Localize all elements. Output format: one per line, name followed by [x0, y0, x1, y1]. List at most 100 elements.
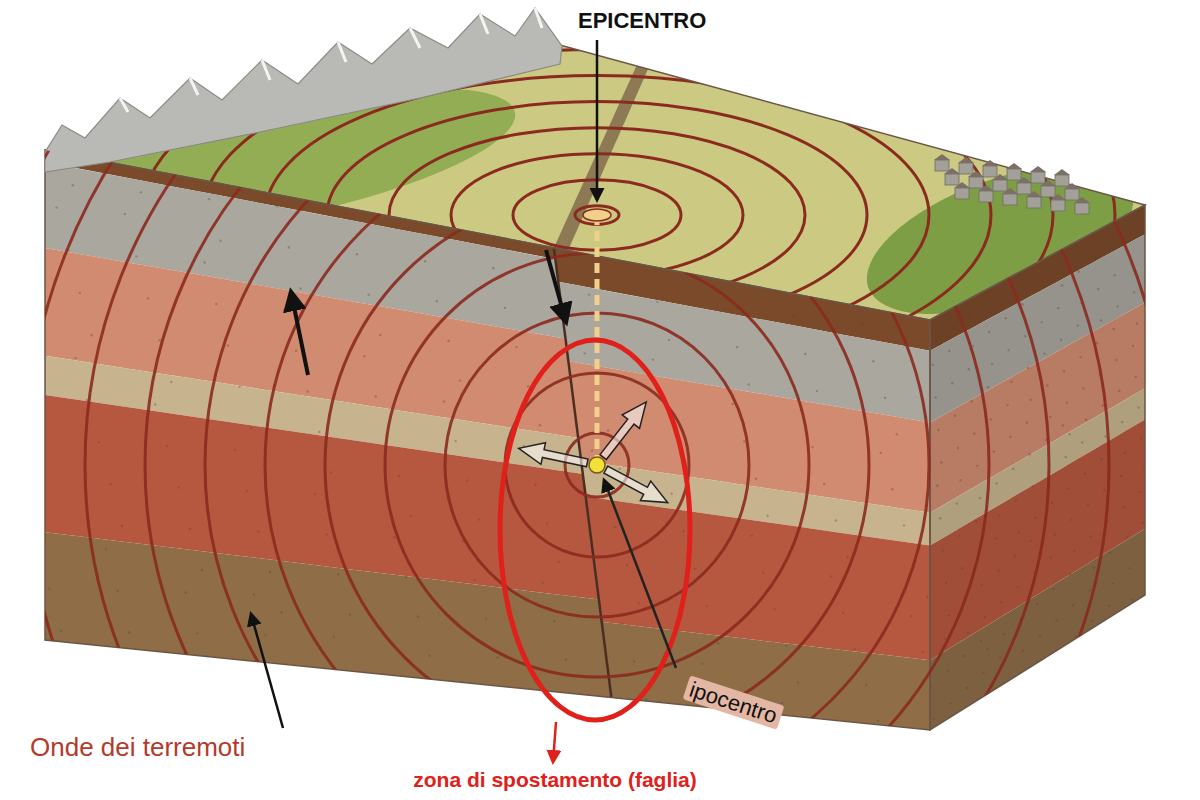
rock-grain: [607, 429, 609, 431]
rock-grain: [1070, 519, 1072, 521]
rock-grain: [508, 247, 510, 249]
rock-grain: [459, 379, 461, 381]
rock-grain: [1104, 435, 1106, 437]
rock-grain: [508, 247, 510, 249]
rock-grain: [853, 648, 855, 650]
rock-grain: [250, 426, 252, 428]
house: [979, 191, 993, 202]
rock-grain: [140, 191, 142, 193]
rock-grain: [159, 339, 161, 341]
rock-grain: [983, 616, 985, 618]
rock-grain: [656, 301, 658, 303]
snow-ridge: [190, 78, 198, 95]
rock-grain: [1049, 416, 1051, 418]
rock-grain: [1091, 620, 1093, 622]
rock-grain: [1132, 345, 1134, 347]
rock-grain: [682, 530, 684, 532]
rock-grain: [454, 440, 456, 442]
rock-grain: [1050, 556, 1052, 558]
energy-arrow: [516, 438, 589, 474]
rock-grain: [185, 591, 187, 593]
rock-grain: [333, 635, 335, 637]
rock-grain: [135, 255, 137, 257]
rock-grain: [337, 573, 339, 575]
rock-grain: [288, 246, 290, 248]
house: [1017, 183, 1031, 194]
rock-grain: [1030, 398, 1032, 400]
rock-grain: [872, 360, 874, 362]
hypocenter-dot: [589, 457, 605, 473]
roof: [1050, 194, 1066, 200]
rock-grain: [861, 323, 863, 325]
rock-grain: [1124, 452, 1126, 454]
rock-grain: [534, 484, 536, 486]
rock-grain: [694, 568, 696, 570]
rock-grain: [936, 485, 938, 487]
rock-grain: [999, 656, 1001, 658]
rock-grain: [405, 576, 407, 578]
roof: [1016, 177, 1032, 183]
rock-grain: [318, 431, 320, 433]
rock-grain: [189, 527, 191, 529]
rock-grain: [424, 260, 426, 262]
rock-grain: [717, 642, 719, 644]
rock-grain: [785, 645, 787, 647]
rock-stratum: [930, 529, 1145, 730]
leader-line: [553, 722, 556, 762]
rock-grain: [766, 515, 768, 517]
rock-grain: [295, 350, 297, 352]
rock-grain: [797, 681, 799, 683]
rock-grain: [541, 582, 543, 584]
rock-grain: [135, 255, 137, 257]
rock-grain: [797, 681, 799, 683]
rock-grain: [621, 623, 623, 625]
rock-grain: [1096, 342, 1098, 344]
surface-wave: [0, 0, 1200, 511]
rock-grain: [367, 294, 369, 296]
rock-grain: [748, 383, 750, 385]
rock-grain: [896, 433, 898, 435]
rock-grain: [196, 632, 198, 634]
rock-grain: [147, 297, 149, 299]
rock-stratum: [45, 380, 930, 545]
rock-grain: [588, 293, 590, 295]
rock-grain: [645, 698, 647, 700]
rock-grain: [750, 534, 752, 536]
vertical-axis: [595, 215, 600, 460]
roof: [1006, 163, 1022, 169]
snow-ridge: [535, 8, 542, 28]
rock-grain: [1087, 504, 1089, 506]
rock-grain: [701, 663, 703, 665]
rock-grain: [375, 395, 377, 397]
rock-grain: [872, 360, 874, 362]
rock-grain: [879, 452, 881, 454]
rock-grain: [1058, 253, 1060, 255]
town: [934, 154, 1090, 214]
rock-grain: [1103, 489, 1105, 491]
rock-grain: [515, 346, 517, 348]
seismic-wave: [25, 0, 1169, 800]
rock-grain: [781, 702, 783, 704]
house: [969, 177, 983, 188]
rock-grain: [227, 344, 229, 346]
rock-grain: [234, 449, 236, 451]
rock-grain: [196, 632, 198, 634]
rock-grain: [264, 634, 266, 636]
seismic-wave: [325, 193, 869, 737]
rock-grain: [940, 461, 942, 463]
rock-grain: [910, 615, 912, 617]
rock-grain: [363, 355, 365, 357]
rock-grain: [1079, 356, 1081, 358]
rock-grain: [1115, 359, 1117, 361]
rock-grain: [910, 615, 912, 617]
rock-grain: [1136, 322, 1138, 324]
rock-grain: [443, 400, 445, 402]
rock-grain: [379, 334, 381, 336]
rock-grain: [337, 573, 339, 575]
rock-grain: [219, 240, 221, 242]
rock-grain: [997, 569, 999, 571]
rock-grain: [363, 355, 365, 357]
rock-grain: [743, 440, 745, 442]
